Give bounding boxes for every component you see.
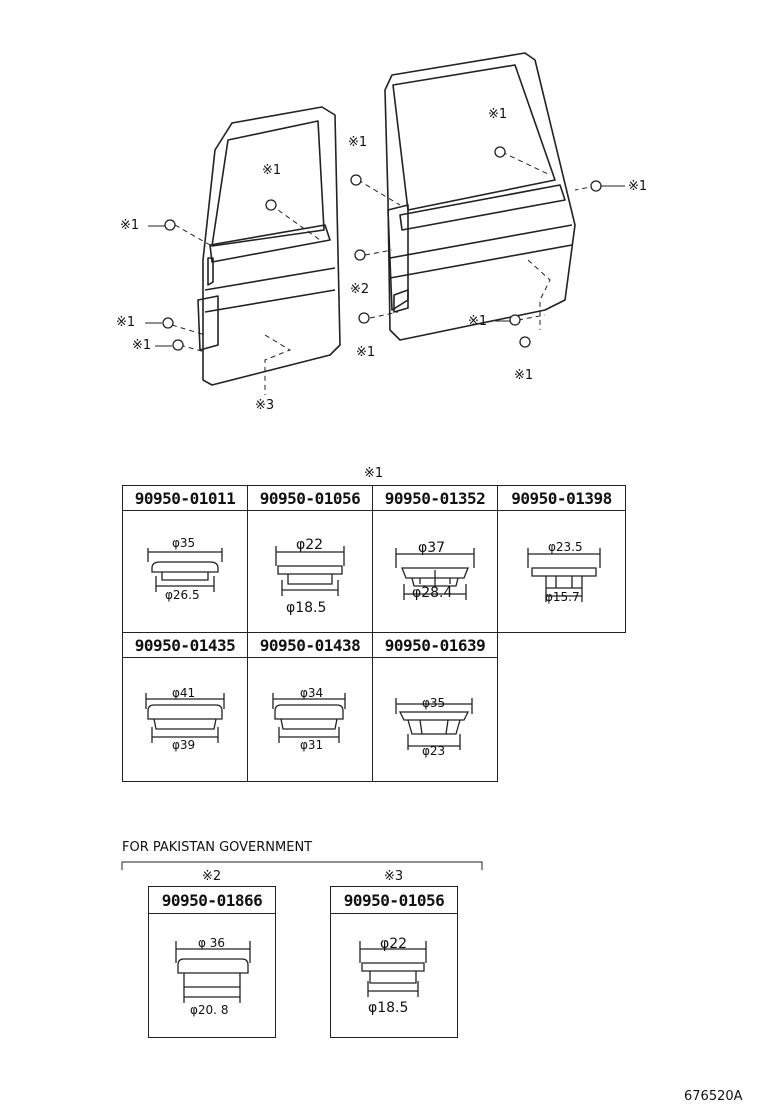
clip-drawing — [359, 941, 427, 997]
clip-icon — [354, 249, 366, 261]
dimension-bottom: φ20. 8 — [190, 1003, 229, 1017]
part-number: 90950-01056 — [330, 886, 458, 914]
dimension-top: φ23.5 — [548, 540, 583, 554]
callout-label: ※1 — [488, 107, 508, 122]
callout-label: ※1 — [120, 218, 140, 233]
dimension-bottom: φ39 — [172, 738, 196, 752]
dimension-top: φ22 — [380, 936, 408, 952]
clip-drawing — [175, 941, 251, 1003]
clip-drawing — [145, 693, 225, 743]
front-door-window — [211, 120, 325, 247]
section-title: FOR PAKISTAN GOVERNMENT — [122, 840, 313, 855]
callout-label: ※1 — [262, 163, 282, 178]
item-mark: ※3 — [384, 869, 404, 884]
dimension-bottom: φ26.5 — [165, 588, 200, 602]
dimension-top: φ35 — [422, 696, 446, 710]
dimension-bottom: φ31 — [300, 738, 324, 752]
clip-cell — [497, 510, 626, 633]
callout-label: ※1 — [514, 368, 534, 383]
dimension-top: φ 36 — [198, 936, 225, 950]
dimension-bottom: φ28.4 — [412, 585, 453, 601]
dimension-top: φ35 — [172, 536, 196, 550]
clip-icon — [172, 339, 184, 351]
callout-label: ※2 — [350, 282, 370, 297]
dimension-bottom: φ18.5 — [286, 600, 327, 616]
clip-icon — [265, 199, 277, 211]
callout-label: ※1 — [348, 135, 368, 150]
dimension-top: φ41 — [172, 686, 196, 700]
clip-drawing — [395, 698, 473, 750]
clip-icon — [519, 336, 531, 348]
clip-icon — [494, 146, 506, 158]
clip-drawing — [527, 548, 601, 602]
rear-door-outline — [384, 52, 576, 341]
table-header-mark: ※1 — [364, 466, 384, 481]
clip-drawing — [272, 693, 346, 743]
front-door-outline — [202, 106, 341, 386]
dimension-top: φ34 — [300, 686, 324, 700]
part-number: 90950-01398 — [497, 485, 626, 511]
callout-label: ※1 — [628, 179, 648, 194]
clip-icon — [162, 317, 174, 329]
callout-label: ※1 — [468, 314, 488, 329]
part-number: 90950-01438 — [247, 632, 373, 658]
callout-label: ※3 — [255, 398, 275, 413]
part-number: 90950-01352 — [372, 485, 498, 511]
clip-cell — [148, 913, 276, 1038]
drawing-code: 676520A — [684, 1089, 743, 1104]
clip-icon — [590, 180, 602, 192]
part-number: 90950-01435 — [122, 632, 248, 658]
part-number: 90950-01056 — [247, 485, 373, 511]
dimension-bottom: φ23 — [422, 744, 446, 758]
clip-drawing — [395, 548, 475, 600]
callout-label: ※1 — [356, 345, 376, 360]
clip-icon — [164, 219, 176, 231]
clip-drawing — [275, 546, 345, 596]
dimension-top: φ22 — [296, 537, 324, 553]
clip-icon — [358, 312, 370, 324]
dimension-top: φ37 — [418, 540, 446, 556]
rear-door-window — [392, 64, 556, 211]
callout-label: ※1 — [116, 315, 136, 330]
part-number: 90950-01011 — [122, 485, 248, 511]
part-number: 90950-01639 — [372, 632, 498, 658]
clip-icon — [509, 314, 521, 326]
callout-label: ※1 — [132, 338, 152, 353]
clip-drawing — [147, 548, 223, 592]
part-number: 90950-01866 — [148, 886, 276, 914]
dimension-bottom: φ15.7 — [545, 590, 580, 604]
clip-cell — [330, 913, 458, 1038]
dimension-bottom: φ18.5 — [368, 1000, 409, 1016]
item-mark: ※2 — [202, 869, 222, 884]
clip-icon — [350, 174, 362, 186]
